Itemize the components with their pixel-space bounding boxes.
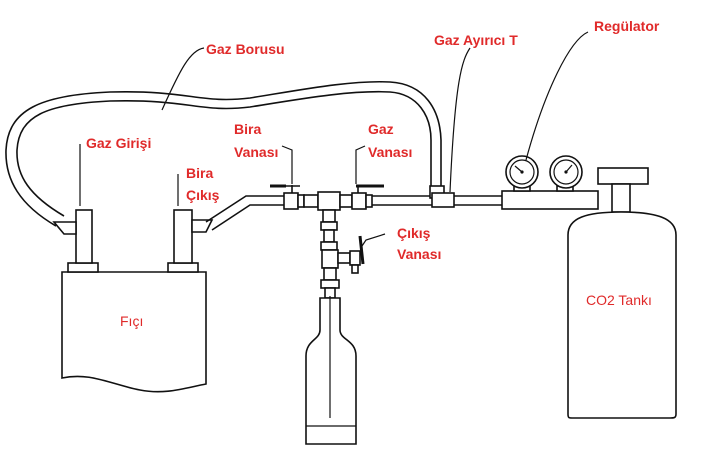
callout-lines xyxy=(79,31,589,247)
label-co2-tank: CO2 Tankı xyxy=(586,292,652,308)
bottle xyxy=(305,296,357,445)
gas-splitter-t xyxy=(429,185,502,208)
label-gas-valve-line2: Vanası xyxy=(368,144,412,160)
label-regulator: Regülator xyxy=(594,18,660,34)
filler-line xyxy=(320,209,365,299)
label-beer-valve-line1: Bira xyxy=(234,121,261,137)
regulator xyxy=(501,155,599,210)
label-out-valve-line2: Vanası xyxy=(397,246,441,262)
label-beer-out-line2: Çıkış xyxy=(186,187,220,203)
label-beer-valve-line2: Vanası xyxy=(234,144,278,160)
label-gas-hose: Gaz Borusu xyxy=(206,41,285,57)
label-gas-inlet: Gaz Girişi xyxy=(86,135,151,151)
gas-hose xyxy=(5,80,442,227)
label-out-valve-line1: Çıkış xyxy=(397,225,431,241)
label-gas-valve-line1: Gaz xyxy=(368,121,394,137)
beer-line xyxy=(205,195,290,231)
label-gas-splitter: Gaz Ayırıcı T xyxy=(434,32,518,48)
label-keg: Fıçı xyxy=(120,313,143,329)
label-beer-out-line1: Bira xyxy=(186,165,213,181)
co2-tank xyxy=(567,167,677,419)
keg xyxy=(52,209,214,393)
valve-assembly xyxy=(270,184,432,211)
